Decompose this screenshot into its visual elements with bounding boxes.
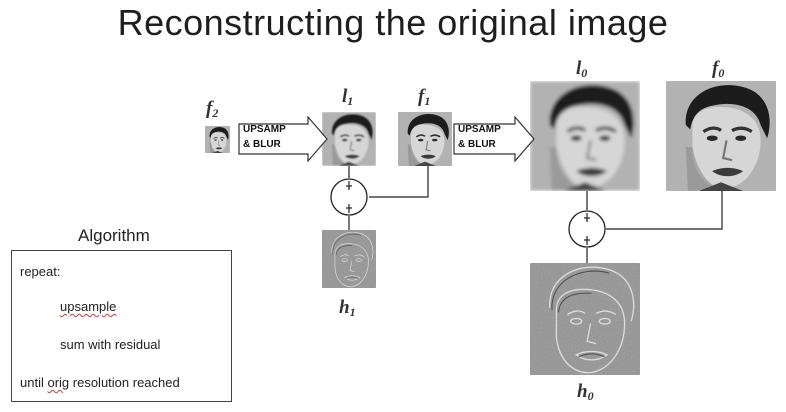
algorithm-title: Algorithm bbox=[78, 226, 150, 245]
plus-circle-icon bbox=[330, 178, 368, 216]
algo-until-word: until bbox=[20, 375, 48, 390]
algo-line-sum: sum with residual bbox=[60, 337, 161, 352]
algo-line-repeat: repeat: bbox=[20, 264, 61, 279]
arrow-2-line2: & BLUR bbox=[458, 139, 496, 150]
slide-title: Reconstructing the original image bbox=[117, 2, 669, 43]
algo-line-until: until orig resolution reached bbox=[20, 375, 180, 390]
label-h0: h0 bbox=[577, 381, 594, 403]
plus-circle-icon bbox=[568, 210, 606, 248]
label-f2: f2 bbox=[206, 98, 219, 120]
image-f1 bbox=[398, 112, 452, 166]
label-f0: f0 bbox=[712, 58, 725, 80]
algo-orig-word: orig bbox=[47, 375, 70, 390]
image-l1 bbox=[322, 112, 376, 166]
image-f0 bbox=[666, 81, 776, 191]
upsample-blur-arrow-2: UPSAMP & BLUR bbox=[453, 116, 535, 162]
label-h1: h1 bbox=[339, 297, 356, 319]
image-f2 bbox=[205, 126, 230, 153]
algo-line-upsample: upsample bbox=[60, 299, 117, 314]
image-h1 bbox=[322, 230, 376, 288]
arrow-1-text: UPSAMP & BLUR bbox=[243, 122, 286, 152]
algorithm-box: repeat: upsample sum with residual until… bbox=[11, 250, 232, 402]
wire-sum-to-f0 bbox=[606, 191, 723, 230]
upsample-blur-arrow-1: UPSAMP & BLUR bbox=[238, 116, 328, 162]
sum-operator-1 bbox=[329, 177, 369, 217]
arrow-1-line1: UPSAMP bbox=[243, 124, 286, 135]
sum-operator-2 bbox=[567, 209, 607, 249]
label-l0: l0 bbox=[576, 58, 588, 80]
algo-rest-words: resolution reached bbox=[69, 375, 180, 390]
arrow-1-line2: & BLUR bbox=[243, 139, 281, 150]
label-f1: f1 bbox=[418, 86, 431, 108]
image-h0 bbox=[530, 263, 640, 375]
arrow-2-text: UPSAMP & BLUR bbox=[458, 122, 501, 152]
arrow-2-line1: UPSAMP bbox=[458, 124, 501, 135]
image-l0 bbox=[530, 81, 640, 191]
wire-sum-to-f1 bbox=[369, 166, 429, 198]
label-l1: l1 bbox=[342, 86, 354, 108]
